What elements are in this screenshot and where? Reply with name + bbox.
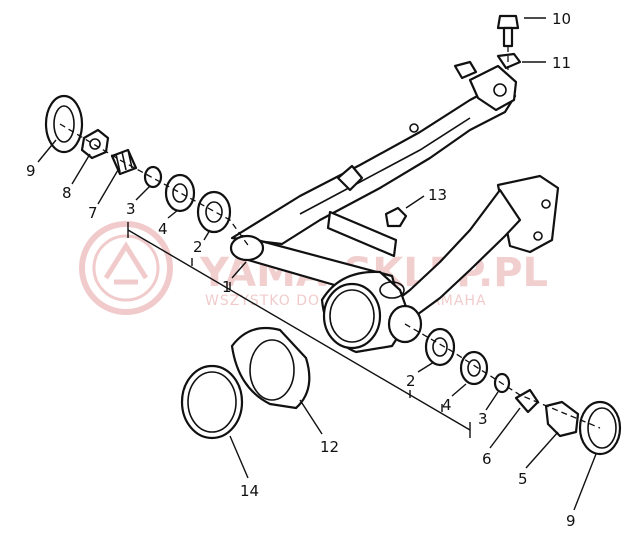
callout-6: 6 xyxy=(482,450,492,468)
callout-5: 5 xyxy=(518,470,528,488)
callout-4-right: 4 xyxy=(442,396,452,414)
callout-14: 14 xyxy=(240,482,259,500)
callout-3-right: 3 xyxy=(478,410,488,428)
callout-10: 10 xyxy=(552,10,571,28)
swingarm-frame xyxy=(229,60,560,354)
left-parts-cluster xyxy=(44,94,232,234)
seal-and-plate xyxy=(180,326,311,440)
washer-left xyxy=(143,165,163,189)
callout-3-left: 3 xyxy=(126,200,136,218)
thrust-cover-14 xyxy=(180,364,244,440)
pivot-bolt-right xyxy=(544,400,580,438)
callout-12: 12 xyxy=(320,438,339,456)
callout-2-left: 2 xyxy=(193,238,203,256)
dust-cover-left xyxy=(44,94,84,154)
bearing-2-right xyxy=(424,327,456,367)
callout-8: 8 xyxy=(62,184,72,202)
callout-9-left: 9 xyxy=(26,162,36,180)
callout-13: 13 xyxy=(428,186,447,204)
callout-labels: 9 8 7 3 4 2 1 10 11 13 2 4 3 6 5 9 12 14 xyxy=(26,10,576,530)
bearing-4-right xyxy=(459,350,489,386)
watermark-logo xyxy=(79,221,173,315)
bearing-4-left xyxy=(164,173,196,213)
assembly-axis-lines xyxy=(59,46,601,429)
grease-nipple-13 xyxy=(384,206,408,228)
right-parts-cluster xyxy=(424,327,622,456)
callout-1: 1 xyxy=(222,278,232,296)
nut-11 xyxy=(496,52,522,70)
nut xyxy=(80,128,110,160)
leader-lines xyxy=(37,17,597,511)
bracket-line xyxy=(127,222,471,438)
callout-4-left: 4 xyxy=(158,220,168,238)
bolt-10 xyxy=(496,14,520,30)
callout-7: 7 xyxy=(88,204,98,222)
top-bolts xyxy=(384,14,522,228)
callout-11: 11 xyxy=(552,54,571,72)
callout-2-right: 2 xyxy=(406,372,416,390)
bearing-2-left xyxy=(196,190,232,234)
callout-9-right: 9 xyxy=(566,512,576,530)
